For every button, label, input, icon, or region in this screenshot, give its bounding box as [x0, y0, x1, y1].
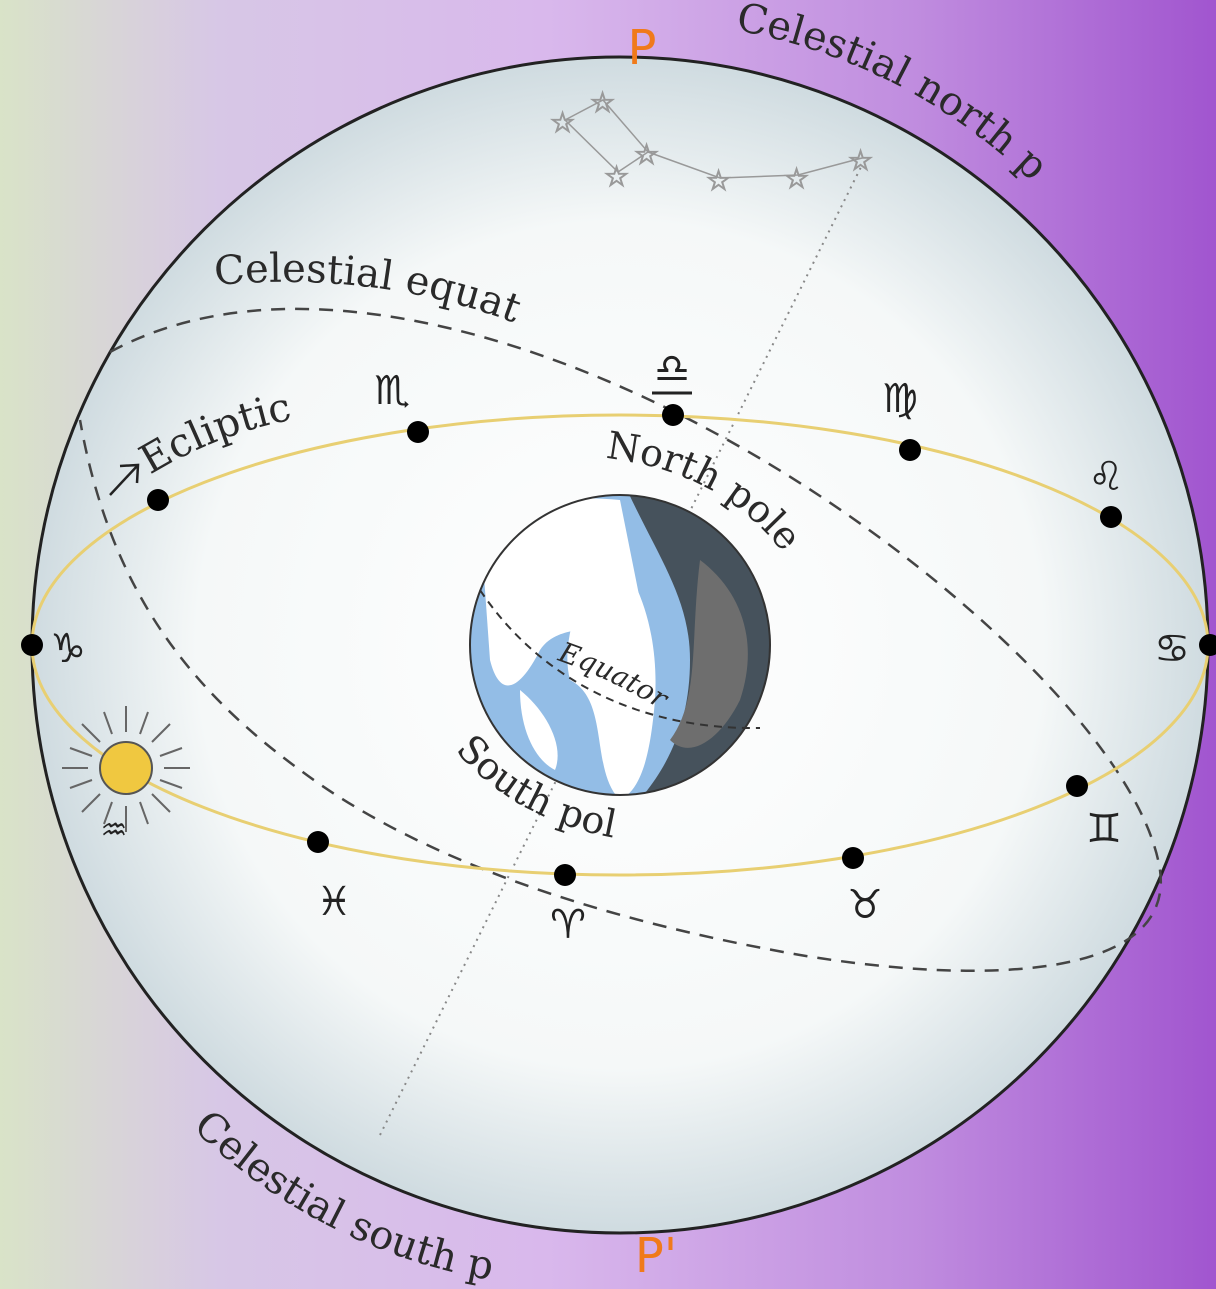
zodiac-glyph-aquarius: ♒ [101, 813, 128, 848]
svg-text:☆: ☆ [604, 160, 629, 193]
zodiac-glyph-libra: ♎ [654, 346, 690, 392]
celestial-equator-line [78, 307, 1163, 972]
zodiac-point [1100, 506, 1122, 528]
zodiac-glyph-virgo: ♍ [882, 376, 918, 422]
pole-marker-south: P' [635, 1228, 677, 1284]
pole-marker-north: P [628, 20, 657, 76]
zodiac-point [899, 439, 921, 461]
svg-text:☆: ☆ [784, 162, 809, 195]
svg-text:☆: ☆ [706, 164, 731, 197]
svg-text:☆: ☆ [634, 138, 659, 171]
zodiac-glyph-taurus: ♉ [847, 882, 883, 928]
zodiac-point [307, 831, 329, 853]
zodiac-glyph-cancer: ♋ [1154, 626, 1190, 672]
zodiac-glyph-capricorn: ♑ [50, 626, 86, 672]
zodiac-glyph-gemini: ♊ [1086, 806, 1122, 852]
constellation-big-dipper: ☆ ☆ ☆ ☆ ☆ ☆ ☆ [549, 85, 873, 197]
svg-text:☆: ☆ [550, 106, 575, 139]
zodiac-point [21, 634, 43, 656]
ecliptic-arrow-icon [109, 463, 140, 496]
zodiac-glyph-aries: ♈ [550, 902, 586, 948]
zodiac-glyph-pisces: ♓ [316, 879, 352, 925]
zodiac-glyph-scorpio: ♏ [374, 368, 410, 414]
zodiac-point [1199, 634, 1216, 656]
zodiac-points [21, 404, 1216, 886]
earth-equator-line [479, 589, 761, 730]
zodiac-point [662, 404, 684, 426]
zodiac-glyph-leo: ♌ [1088, 454, 1124, 500]
zodiac-point [147, 489, 169, 511]
zodiac-point [1066, 775, 1088, 797]
svg-text:☆: ☆ [590, 86, 615, 119]
zodiac-point [554, 864, 576, 886]
zodiac-point [407, 421, 429, 443]
star-icon: ☆ ☆ ☆ ☆ ☆ ☆ ☆ [549, 85, 873, 197]
svg-text:☆: ☆ [848, 144, 873, 177]
sun-icon [62, 706, 190, 832]
zodiac-point [842, 847, 864, 869]
